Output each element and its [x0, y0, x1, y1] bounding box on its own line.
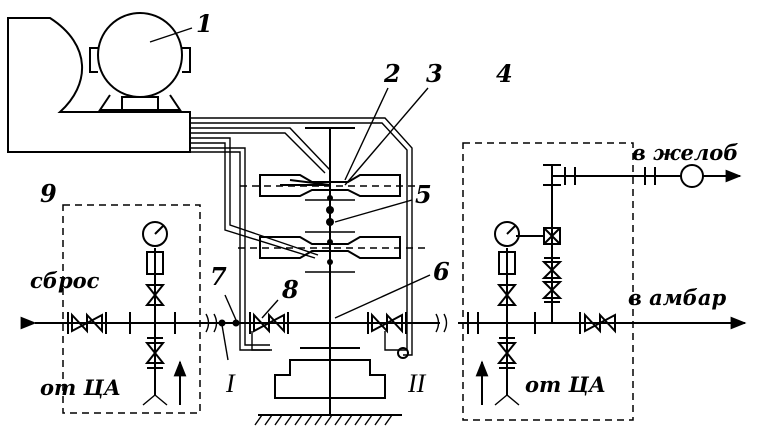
label-9: 9: [40, 179, 57, 208]
label-to-pit: в амбар: [628, 285, 726, 310]
label-roman-1: I: [225, 369, 236, 398]
label-5: 5: [415, 180, 432, 209]
pump-unit-1: [8, 13, 190, 152]
label-from-ca-left: от ЦА: [40, 375, 121, 400]
label-4: 4: [496, 59, 513, 88]
label-roman-2: II: [407, 369, 427, 398]
label-from-ca-right: от ЦА: [525, 372, 606, 397]
label-discharge: сброс: [30, 268, 100, 293]
actuator-link-2: [385, 331, 398, 350]
label-3: 3: [426, 59, 443, 88]
preventer-stack: [238, 128, 430, 425]
actuator-link-1: [252, 331, 270, 350]
label-1: 1: [196, 9, 213, 38]
main-flow-line: [35, 314, 745, 332]
label-7: 7: [210, 262, 227, 291]
label-to-trough: в желоб: [632, 140, 738, 165]
label-2: 2: [383, 59, 401, 88]
label-8: 8: [281, 275, 299, 304]
label-6: 6: [433, 257, 450, 286]
